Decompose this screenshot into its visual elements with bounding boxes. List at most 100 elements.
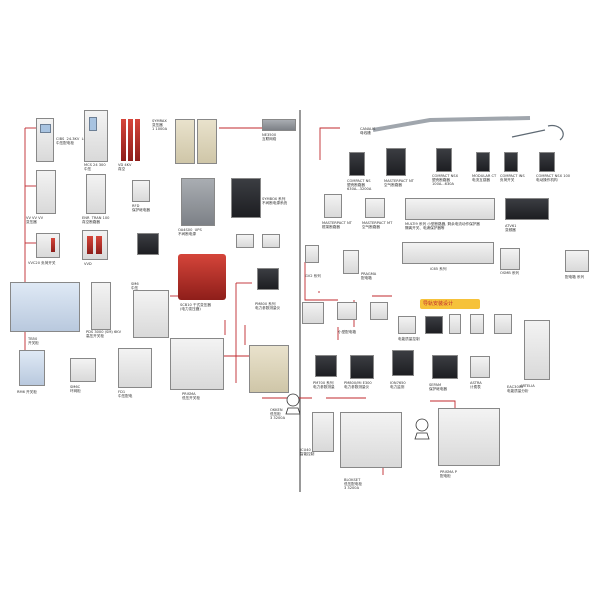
gv2-device xyxy=(305,245,319,263)
power-quality-label: 电能质量控制 xyxy=(398,337,420,341)
compact-nsx xyxy=(436,148,452,172)
eac3000-label: EAC3000 电能质量分析 xyxy=(507,385,529,394)
ic65-label: iC65 系列 xyxy=(430,267,447,271)
power-quality-device-3 xyxy=(449,314,461,334)
rm6-label: RM6 开关柜 xyxy=(17,390,37,394)
modular-ct-label: MODULAR CT 电流互感器 xyxy=(472,174,497,183)
pm800-meter-2 xyxy=(350,355,374,379)
transformer-cabinet-label: VV VV VV 变压器 xyxy=(26,216,44,225)
ion7650 xyxy=(392,350,414,376)
power-quality-device-4 xyxy=(470,314,484,334)
atv61-drive xyxy=(505,198,549,220)
pragma-box xyxy=(343,250,359,274)
sm6-cabinet xyxy=(133,290,169,338)
tb50-cabinet xyxy=(19,350,45,386)
fd1-cabinet xyxy=(118,348,152,388)
ups-cabinet-2 xyxy=(231,178,261,218)
masterpact-nt xyxy=(386,148,406,176)
symrax-cabinet-2 xyxy=(197,119,217,164)
relay-meter xyxy=(137,233,159,255)
busbar-fittings xyxy=(511,124,564,141)
vacuum-pole-2 xyxy=(128,119,133,161)
multi9-modules xyxy=(405,198,495,220)
masterpact-mt-label: MASTERPACT MT 空气断路器 xyxy=(362,221,393,230)
nsx-motor xyxy=(539,152,555,172)
astra-label: ASTRA 计费表 xyxy=(470,381,482,390)
okken-label: OKKEN 低压柜 3 3200A xyxy=(270,408,286,421)
pm800-meter-label: PM800/Mi E300 电力参数测量仪 xyxy=(344,381,372,390)
vacuum-pole-3 xyxy=(135,119,140,161)
blokset-cabinet xyxy=(340,412,402,468)
relay-label: RFD 保护继电器 xyxy=(132,204,150,213)
distribution-box-label: 配电箱 系列 xyxy=(565,275,585,279)
prisma-label: PRISMA 低压开关柜 xyxy=(182,392,200,401)
pds-cabinet xyxy=(91,282,111,330)
vvd-breaker xyxy=(82,230,108,260)
small-box-label: 小型配电箱 xyxy=(338,330,356,334)
power-quality-device-5 xyxy=(494,314,512,334)
transformer-label: SCB10 干式变压器 (电力变压器) xyxy=(180,303,211,312)
fd1-label: FD1 中压配电 xyxy=(118,390,133,399)
prisma-p-cabinet xyxy=(438,408,500,466)
power-quality-device-2 xyxy=(425,316,443,334)
osmb-device xyxy=(500,248,520,270)
canalis-label: CANALIS 母线槽 xyxy=(360,127,376,136)
blokset-label: BLOKSET 低压配电柜 3 3200A xyxy=(344,478,362,491)
sepam-relay xyxy=(432,355,458,379)
vacuum-breaker-cabinet-label: ENR TRAN 100 真空断路器 xyxy=(82,216,110,225)
compact-ins-label: COMPACT INS 负荷开关 xyxy=(500,174,525,183)
ups-system-label: SYMBOX 系列 不间断电源系统 xyxy=(262,197,288,206)
vvd-label: VVD xyxy=(84,262,92,266)
pm700-meter xyxy=(315,355,337,377)
pragma-label: PRAGMA 配电箱 xyxy=(361,272,377,281)
icu40-label: ICU40 智能控制 xyxy=(300,448,315,457)
artelia-label: ARTELIA xyxy=(520,384,535,388)
atv61-label: ATV61 变频器 xyxy=(505,224,517,233)
transformer-cabinet xyxy=(36,170,56,214)
nsx-motor-label: COMPACT NSX 100 电动操作机构 xyxy=(536,174,571,183)
gv2-label: GV2 系列 xyxy=(305,274,321,278)
load-switch-label: VVC20 负荷开关 xyxy=(28,261,56,265)
compact-nsx-label: COMPACT NSX 塑壳断路器 100A...630A xyxy=(432,174,459,187)
dry-type-transformer xyxy=(178,254,226,300)
compact-ns-label: COMPACT NS 塑壳断路器 630A...3200A xyxy=(347,179,372,192)
prisma-p-label: PRISMA P 配电柜 xyxy=(440,470,457,479)
masterpact-mt xyxy=(365,198,385,218)
symrax-label: SYMRAX 变压器 1 1000A xyxy=(152,119,168,132)
ion7650-label: ION7650 电力监测 xyxy=(390,381,406,390)
vacuum-breaker-cabinet xyxy=(86,174,106,214)
network-switch-device xyxy=(262,119,296,131)
vacuum-breaker-label: VD 4KV 真空 xyxy=(118,163,132,172)
multi9-label: MULTI9 系列 小型断路器, 剩余电流动作保护器 隔离开关、电涌保护器等 xyxy=(405,222,480,231)
prisma-cabinet xyxy=(170,338,224,390)
masterpact-nt-breaker xyxy=(324,194,342,218)
compact-ins xyxy=(504,152,518,172)
astra-meter xyxy=(470,356,490,378)
transformer-symbol-right xyxy=(414,418,430,440)
mv-panel-label: MCS 24 300 中压 xyxy=(84,163,106,172)
section-tag-banner: 导轨安装设计 xyxy=(420,299,480,309)
masterpact-breaker-label: MASTERPACT NT 框架断路器 xyxy=(322,221,352,230)
busbar-trunking xyxy=(372,116,531,132)
pm800-label: PM800 系列 电力参数测量仪 xyxy=(255,302,281,311)
pds-label: PDS 3000 (SM) 6KV 高压开关柜 xyxy=(86,330,122,339)
ic65-modules xyxy=(402,242,494,264)
small-distribution-box-3 xyxy=(370,302,388,320)
osmb-label: OSMB 系列 xyxy=(500,271,520,275)
vacuum-pole-1 xyxy=(121,119,126,161)
mv-panel-cabinet xyxy=(84,110,108,162)
mv-switchgear-cabinet xyxy=(36,118,54,162)
load-switch xyxy=(36,233,60,258)
meter-2 xyxy=(262,234,280,248)
sm6c-label: SM6C 环网柜 xyxy=(70,385,81,394)
meter-1 xyxy=(236,234,254,248)
pm700-label: PM700 系列 电力参数测量 xyxy=(313,381,335,390)
icu40-unit xyxy=(312,412,334,452)
distribution-box xyxy=(565,250,589,272)
artelia-cabinet xyxy=(524,320,550,380)
power-quality-device-1 xyxy=(398,316,416,334)
modular-ct xyxy=(476,152,490,172)
relay-device xyxy=(132,180,150,202)
okken-cabinet xyxy=(249,345,289,393)
